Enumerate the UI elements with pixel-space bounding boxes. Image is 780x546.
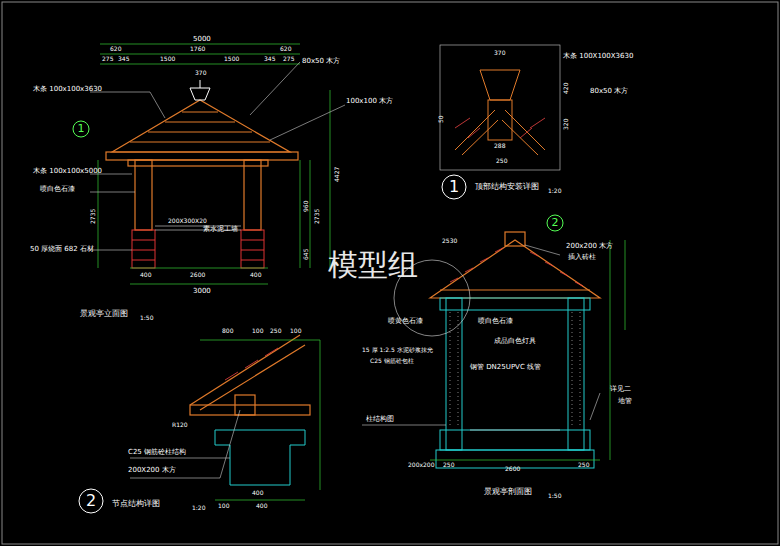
annotation-text: 80x50 木方 bbox=[302, 58, 340, 65]
annotation-text: R120 bbox=[172, 422, 188, 428]
annotation-text: 1500 bbox=[224, 56, 239, 62]
callout-circle: 1 bbox=[72, 120, 90, 138]
dimension-text: 2735 bbox=[90, 209, 96, 224]
annotation-text: 345 bbox=[118, 56, 129, 62]
annotation-text: 200X200 木方 bbox=[128, 467, 176, 474]
annotation-text: 详见二 bbox=[610, 386, 631, 393]
annotation-text: 1:20 bbox=[192, 505, 205, 511]
callout-circle: 2 bbox=[546, 214, 564, 232]
annotation-text: 木条 100x100x3630 bbox=[33, 86, 102, 93]
annotation-text: 1:50 bbox=[140, 315, 153, 321]
annotation-text: 275 bbox=[283, 56, 294, 62]
annotation-text: 2530 bbox=[442, 238, 457, 244]
annotation-text: 250 bbox=[578, 462, 589, 468]
annotation-text: 400 bbox=[256, 503, 267, 509]
callout-circle: 1 bbox=[441, 174, 467, 200]
dimension-text: 4427 bbox=[334, 167, 340, 182]
annotation-text: 顶部结构安装详图 bbox=[475, 183, 539, 191]
annotation-text: 3000 bbox=[193, 288, 211, 295]
annotation-text: 100x100 木方 bbox=[346, 98, 393, 105]
annotation-text: 200x200 木方 bbox=[566, 243, 613, 250]
callout-number: 1 bbox=[72, 120, 90, 138]
annotation-text: 插入砖柱 bbox=[568, 254, 596, 261]
annotation-text: 345 bbox=[264, 56, 275, 62]
annotation-text: 1:50 bbox=[548, 493, 561, 499]
annotation-text: 400 bbox=[252, 490, 263, 496]
annotation-text: 柱结构图 bbox=[366, 416, 394, 423]
annotation-text: 1:20 bbox=[548, 188, 561, 194]
annotation-text: 喷白色石漆 bbox=[40, 186, 75, 193]
dimension-text: 960 bbox=[303, 201, 309, 212]
callout-circle: 2 bbox=[78, 488, 104, 514]
dimension-text: 320 bbox=[563, 119, 569, 130]
annotation-text: 50 厚烧面 682 石材 bbox=[30, 246, 94, 253]
annotation-text: 2600 bbox=[190, 272, 205, 278]
annotation-text: 喷白色石漆 bbox=[478, 318, 513, 325]
annotation-text: 200X300X20 bbox=[168, 218, 207, 224]
annotation-text: 1760 bbox=[190, 46, 205, 52]
annotation-text: 木条 100x100x5000 bbox=[33, 168, 102, 175]
annotation-text: 15 厚 1:2.5 水泥砂浆抹光 bbox=[362, 347, 433, 353]
annotation-text: 2600 bbox=[505, 466, 520, 472]
annotation-text: 250 bbox=[270, 328, 281, 334]
annotation-text: 370 bbox=[195, 70, 206, 76]
annotation-text: 250 bbox=[496, 158, 507, 164]
annotation-text: 地管 bbox=[618, 398, 632, 405]
annotation-text: 景观亭剖面图 bbox=[484, 488, 532, 496]
annotation-text: 100 bbox=[218, 503, 229, 509]
callout-number: 2 bbox=[546, 214, 564, 232]
annotation-text: 275 bbox=[102, 56, 113, 62]
annotation-text: 木条 100X100X3630 bbox=[563, 53, 633, 60]
annotation-text: 200x200 bbox=[408, 462, 434, 468]
dimension-text: 2735 bbox=[314, 209, 320, 224]
annotation-text: 钢管 DN25UPVC 线管 bbox=[470, 364, 541, 371]
annotation-text: 288 bbox=[494, 143, 505, 149]
dimension-text: 645 bbox=[303, 249, 309, 260]
callout-number: 2 bbox=[78, 488, 104, 514]
annotation-text: 喷黄色石漆 bbox=[388, 318, 423, 325]
annotation-text: 400 bbox=[250, 272, 261, 278]
callout-number: 1 bbox=[441, 174, 467, 200]
annotation-text: 80x50 木方 bbox=[590, 88, 628, 95]
annotation-text: 250 bbox=[443, 462, 454, 468]
watermark: 模型组 bbox=[328, 250, 418, 280]
annotation-text: 100 bbox=[290, 328, 301, 334]
annotation-text: 620 bbox=[110, 46, 121, 52]
annotation-text: 5000 bbox=[193, 36, 211, 43]
annotation-text: C25 钢筋砼包柱 bbox=[370, 358, 414, 364]
annotation-text: 节点结构详图 bbox=[112, 500, 160, 508]
dimension-text: 420 bbox=[563, 83, 569, 94]
annotation-text: 620 bbox=[280, 46, 291, 52]
annotation-text: 1500 bbox=[160, 56, 175, 62]
annotation-text: C25 钢筋砼柱结构 bbox=[128, 449, 186, 456]
dimension-text: 50 bbox=[438, 115, 444, 123]
annotation-text: 800 bbox=[222, 328, 233, 334]
annotation-text: 素水泥工墙 bbox=[203, 226, 238, 233]
annotation-text: 100 bbox=[252, 328, 263, 334]
annotation-text: 成品白色灯具 bbox=[494, 338, 536, 345]
annotation-text: 400 bbox=[140, 272, 151, 278]
annotation-text: 370 bbox=[494, 50, 505, 56]
annotation-text: 景观亭立面图 bbox=[80, 310, 128, 318]
